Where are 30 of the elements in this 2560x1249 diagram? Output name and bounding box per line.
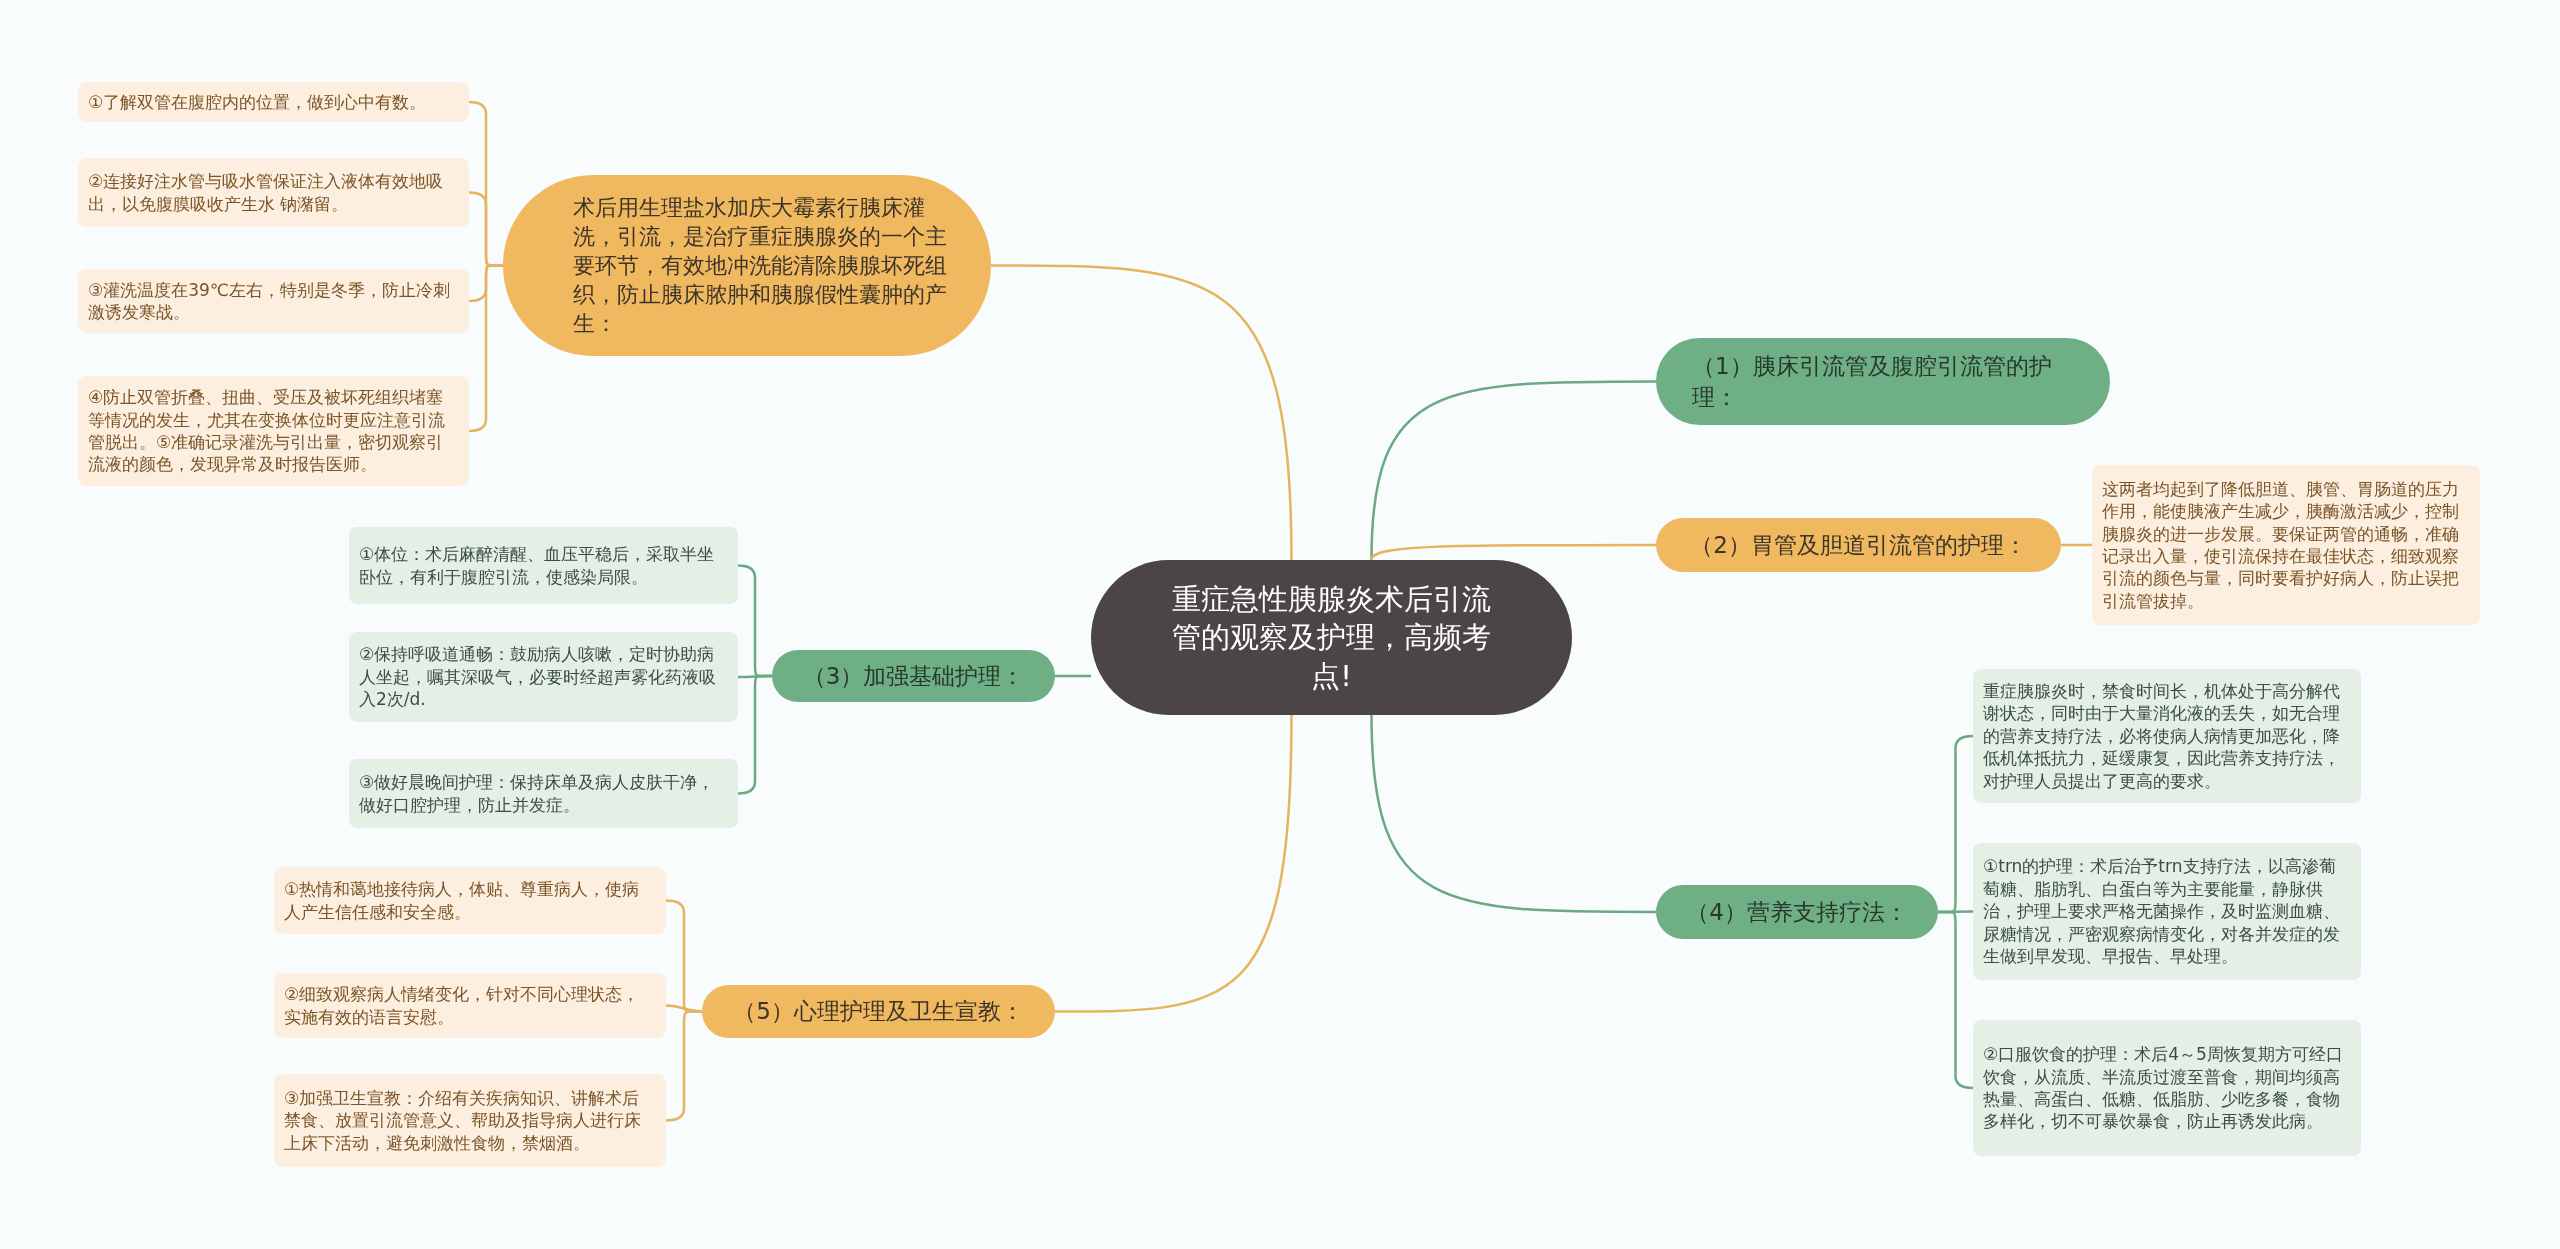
connector-line	[1370, 543, 1656, 561]
note-card: ②保持呼吸道通畅：鼓励病人咳嗽，定时协助病人坐起，嘱其深吸气，必要时经超声雾化药液吸入2次/d.	[349, 632, 738, 722]
topic-box: 术后用生理盐水加庆大霉素行胰床灌洗，引流，是治疗重症胰腺炎的一个主要环节，有效地冲洗能清除胰腺坏死组织，防止胰床脓肿和胰腺假性囊肿的产生：	[503, 175, 991, 356]
note-card: ①体位：术后麻醉清醒、血压平稳后，采取半坐卧位，有利于腹腔引流，使感染局限。	[349, 527, 738, 604]
branch-topic-box: （4）营养支持疗法：	[1656, 885, 1938, 939]
connector-line	[2061, 543, 2092, 547]
note-card: ②细致观察病人情绪变化，针对不同心理状态，实施有效的语言安慰。	[274, 973, 666, 1038]
connector-line	[468, 264, 503, 433]
connector-line	[1055, 674, 1091, 678]
connector-line	[737, 674, 772, 795]
branch-topic-box: （5）心理护理及卫生宣教：	[702, 985, 1055, 1038]
note-card: ①热情和蔼地接待病人，体贴、尊重病人，使病人产生信任感和安全感。	[274, 867, 666, 934]
note-card: ③做好晨晚间护理：保持床单及病人皮肤干净，做好口腔护理，防止并发症。	[349, 759, 738, 828]
note-card: 这两者均起到了降低胆道、胰管、胃肠道的压力作用，能使胰液产生减少，胰酶激活减少，控制胰腺炎的进一步发展。要保证两管的通畅，准确记录出入量，使引流保持在最佳状态，细致观察引流的颜色与量，同时要看护好病人，防止误把引流管拔掉。	[2092, 465, 2480, 625]
note-card: ①trn的护理：术后治予trn支持疗法，以高渗葡萄糖、脂肪乳、白蛋白等为主要能量，静脉供治，护理上要求严格无菌操作，及时监测血糖、尿糖情况，严密观察病情变化，对各并发症的发生做到早发现、早报告、早处理。	[1973, 843, 2361, 980]
connector-line	[1370, 714, 1656, 914]
connector-line	[991, 264, 1293, 561]
note-card: ②连接好注水管与吸水管保证注入液体有效地吸出，以免腹膜吸收产生水 钠潴留。	[78, 158, 469, 227]
note-card: ③灌洗温度在39℃左右，特别是冬季，防止冷刺激诱发寒战。	[78, 269, 469, 333]
note-card: ①了解双管在腹腔内的位置，做到心中有数。	[78, 82, 469, 122]
branch-topic-box: （1）胰床引流管及腹腔引流管的护理：	[1656, 338, 2110, 425]
note-card: ②口服饮食的护理：术后4～5周恢复期方可经口饮食，从流质、半流质过渡至普食，期间均须高热量、高蛋白、低糖、低脂肪、少吃多餐，食物多样化，切不可暴饮暴食，防止再诱发此病。	[1973, 1020, 2361, 1156]
connector-line	[1055, 714, 1293, 1013]
note-card: ③加强卫生宣教：介绍有关疾病知识、讲解术后禁食、放置引流管意义、帮助及指导病人进行床上床下活动，避免刺激性食物，禁烟酒。	[274, 1074, 666, 1167]
note-card: 重症胰腺炎时，禁食时间长，机体处于高分解代谢状态，同时由于大量消化液的丢失，如无合理的营养支持疗法，必将使病人病情更加恶化，降低机体抵抗力，延缓康复，因此营养支持疗法，对护理人员提出了更高的要求。	[1973, 669, 2361, 803]
branch-topic-box: （2）胃管及胆道引流管的护理：	[1656, 518, 2061, 572]
central-topic-box: 重症急性胰腺炎术后引流管的观察及护理，高频考点!	[1091, 560, 1572, 715]
connector-line	[1370, 380, 1656, 561]
note-card: ④防止双管折叠、扭曲、受压及被坏死组织堵塞等情况的发生，尤其在变换体位时更应注意引流管脱出。⑤准确记录灌洗与引出量，密切观察引流液的颜色，发现异常及时报告医师。	[78, 376, 469, 486]
branch-topic-box: （3）加强基础护理：	[772, 650, 1055, 702]
